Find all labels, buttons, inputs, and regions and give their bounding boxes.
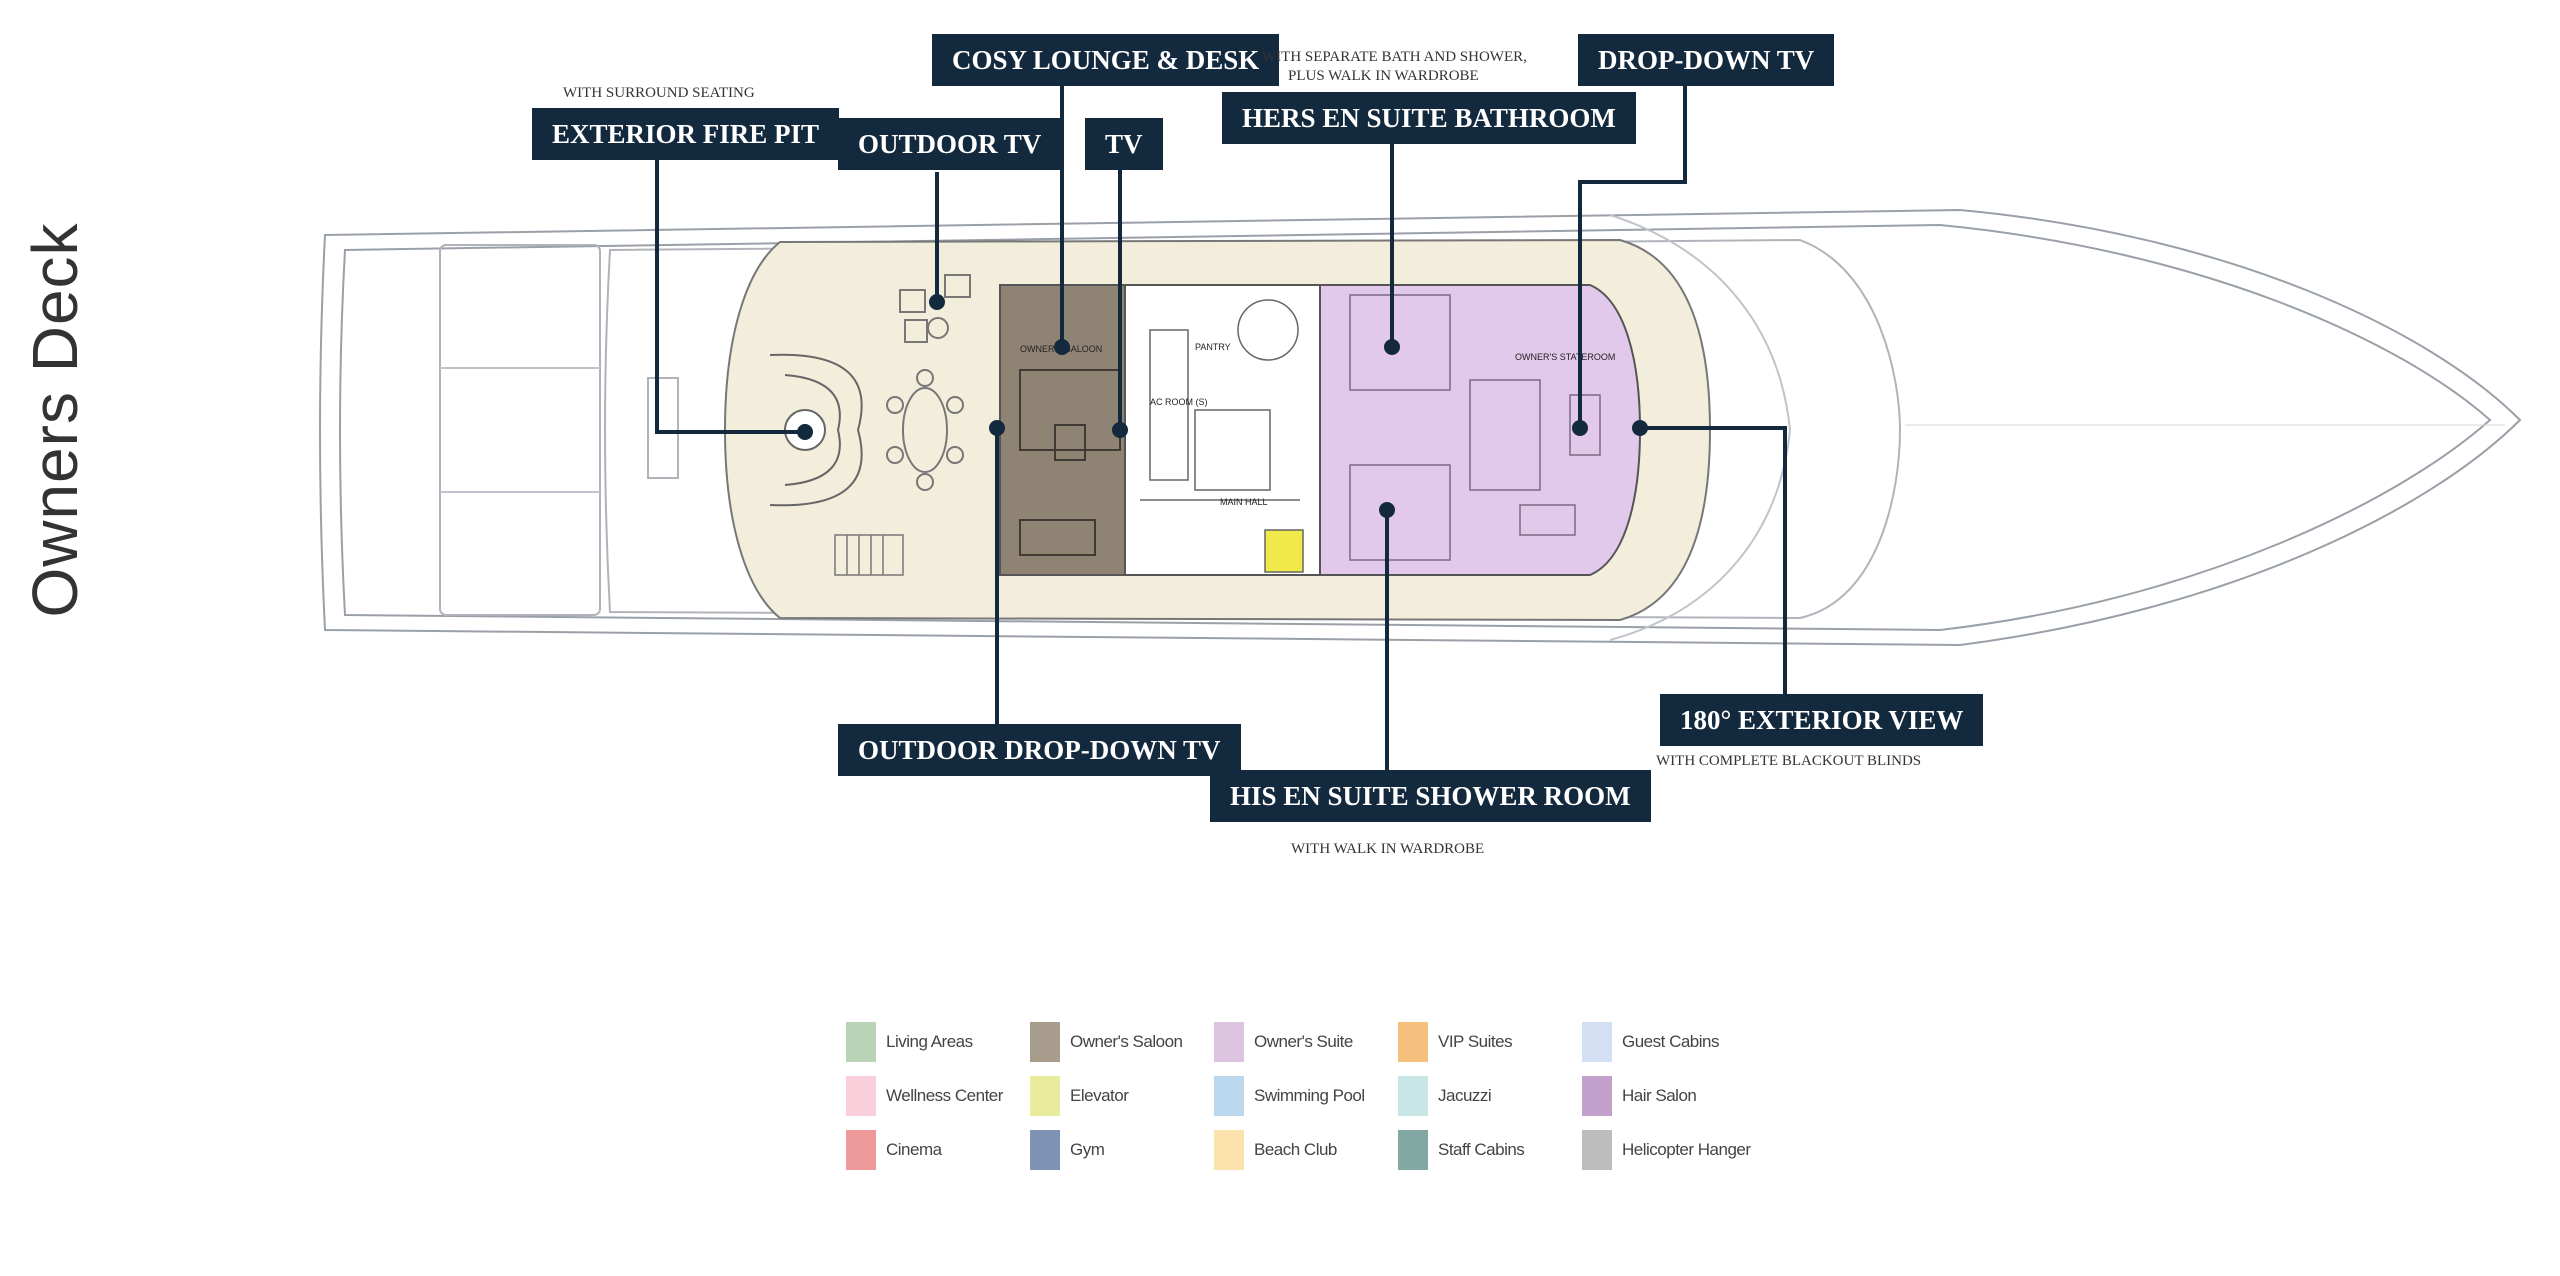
legend-item: VIP Suites [1398, 1022, 1582, 1062]
note-blackout-blinds: WITH COMPLETE BLACKOUT BLINDS [1656, 753, 1922, 769]
legend-label: Staff Cabins [1438, 1140, 1525, 1159]
legend-label: VIP Suites [1438, 1032, 1513, 1051]
callout-outdoor-tv: OUTDOOR TV [838, 118, 1062, 170]
note-surround-seating: WITH SURROUND SEATING [563, 85, 755, 101]
legend-swatch [846, 1130, 876, 1170]
legend-label: Owner's Suite [1254, 1032, 1353, 1051]
legend-swatch [1582, 1130, 1612, 1170]
legend-label: Beach Club [1254, 1140, 1337, 1159]
leader-drop-down-tv [1578, 86, 1687, 428]
note-bath-shower-2: PLUS WALK IN WARDROBE [1288, 68, 1479, 84]
note-bath-shower-1: WITH SEPARATE BATH AND SHOWER, [1262, 49, 1527, 65]
legend-swatch [1582, 1076, 1612, 1116]
legend-swatch [1214, 1130, 1244, 1170]
legend-label: Swimming Pool [1254, 1086, 1365, 1105]
legend-label: Guest Cabins [1622, 1032, 1720, 1051]
leader-exterior-view [1640, 426, 1787, 698]
pantry-label: PANTRY [1195, 342, 1231, 352]
legend-swatch [1398, 1130, 1428, 1170]
callout-exterior-view: 180° EXTERIOR VIEW [1660, 694, 1984, 746]
legend-swatch [1214, 1076, 1244, 1116]
legend-label: Gym [1070, 1140, 1105, 1159]
legend-swatch [1030, 1076, 1060, 1116]
legend-label: Hair Salon [1622, 1086, 1697, 1105]
legend-swatch [1398, 1022, 1428, 1062]
legend-label: Wellness Center [886, 1086, 1003, 1105]
legend-item: Beach Club [1214, 1130, 1398, 1170]
callout-exterior-fire-pit: EXTERIOR FIRE PIT [532, 108, 840, 160]
leader-fire-pit [655, 160, 805, 434]
suite-details [1349, 294, 1601, 561]
legend-label: Owner's Saloon [1070, 1032, 1183, 1051]
legend-item: Wellness Center [846, 1076, 1030, 1116]
legend-label: Living Areas [886, 1032, 973, 1051]
note-walk-in-wardrobe: WITH WALK IN WARDROBE [1291, 841, 1485, 857]
callout-hers-bathroom: HERS EN SUITE BATHROOM [1222, 92, 1636, 144]
legend-label: Helicopter Hanger [1622, 1140, 1751, 1159]
stairs [834, 534, 904, 576]
dining-table [886, 369, 964, 491]
legend-item: Owner's Suite [1214, 1022, 1398, 1062]
legend-label: Elevator [1070, 1086, 1129, 1105]
legend-swatch [1030, 1022, 1060, 1062]
callout-his-shower-room: HIS EN SUITE SHOWER ROOM [1210, 770, 1651, 822]
interior-service-area [1124, 284, 1321, 576]
legend-item: Hair Salon [1582, 1076, 1766, 1116]
color-legend: Living Areas Owner's Saloon Owner's Suite V… [846, 1022, 1766, 1170]
callout-cosy-lounge: COSY LOUNGE & DESK [932, 34, 1280, 86]
legend-swatch [1582, 1022, 1612, 1062]
legend-item: Living Areas [846, 1022, 1030, 1062]
legend-swatch [1030, 1130, 1060, 1170]
legend-swatch [1398, 1076, 1428, 1116]
legend-item: Helicopter Hanger [1582, 1130, 1766, 1170]
legend-item: Guest Cabins [1582, 1022, 1766, 1062]
callout-outdoor-drop-down-tv: OUTDOOR DROP-DOWN TV [838, 724, 1241, 776]
legend-item: Swimming Pool [1214, 1076, 1398, 1116]
service-area-details [1140, 299, 1300, 501]
legend-item: Cinema [846, 1130, 1030, 1170]
elevator-box [1264, 529, 1304, 573]
deck-plan: OWNER'S SALOON PANTRY AC ROOM (S) MAIN H… [319, 86, 2522, 770]
legend-swatch [846, 1076, 876, 1116]
ac-room-label: AC ROOM (S) [1150, 397, 1208, 407]
callout-tv: TV [1085, 118, 1163, 170]
main-hall-label: MAIN HALL [1220, 497, 1268, 507]
legend-swatch [1214, 1022, 1244, 1062]
callout-drop-down-tv: DROP-DOWN TV [1578, 34, 1835, 86]
outdoor-seating [899, 274, 971, 343]
legend-label: Cinema [886, 1140, 942, 1159]
legend-item: Gym [1030, 1130, 1214, 1170]
legend-swatch [846, 1022, 876, 1062]
legend-label: Jacuzzi [1438, 1086, 1492, 1105]
owners-suite-area [1319, 284, 1642, 576]
leader-end-dots [797, 294, 1648, 518]
yacht-hull-outline [319, 208, 2522, 647]
legend-item: Staff Cabins [1398, 1130, 1582, 1170]
legend-item: Owner's Saloon [1030, 1022, 1214, 1062]
leader-lines [655, 86, 1787, 770]
legend-item: Elevator [1030, 1076, 1214, 1116]
owners-stateroom-label: OWNER'S STATEROOM [1515, 352, 1615, 362]
legend-item: Jacuzzi [1398, 1076, 1582, 1116]
